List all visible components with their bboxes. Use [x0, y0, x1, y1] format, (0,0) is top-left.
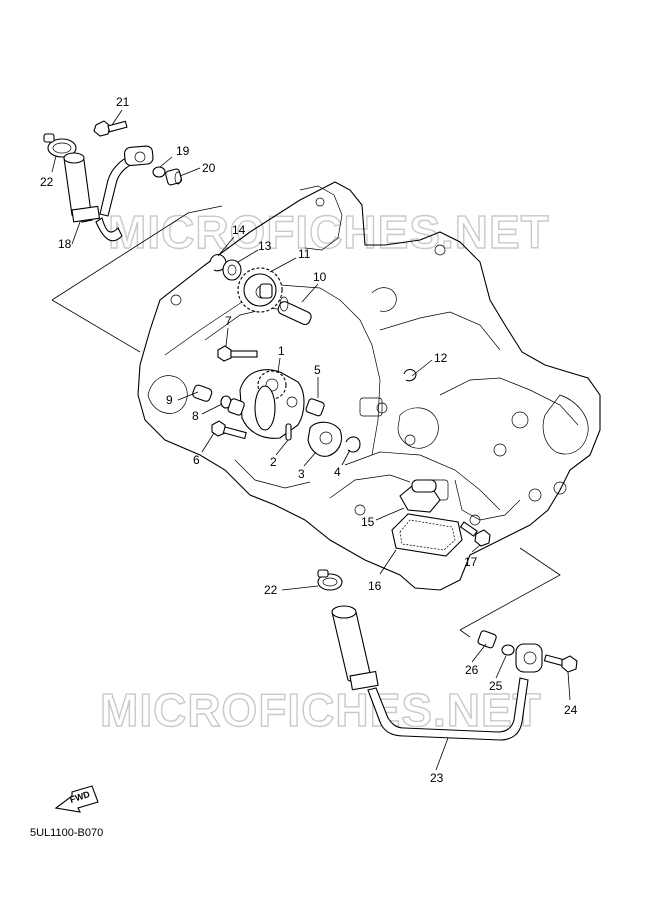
part-22-hose-clamp-lower	[317, 569, 343, 591]
callout-1: 1	[278, 344, 285, 358]
callout-14: 14	[232, 223, 246, 237]
callout-18: 18	[58, 237, 72, 251]
part-10-shaft	[277, 296, 312, 326]
callout-22-upper: 22	[40, 175, 54, 189]
part-4-circlip	[345, 436, 361, 453]
part-5-pin	[305, 398, 325, 417]
part-9-dowel	[192, 384, 213, 402]
callout-20: 20	[202, 161, 216, 175]
callout-24: 24	[564, 703, 578, 717]
part-25-o-ring	[501, 644, 515, 656]
engine-crankcase	[137, 181, 601, 591]
callout-4: 4	[334, 465, 341, 479]
part-26-collar	[477, 630, 497, 649]
callout-11: 11	[298, 247, 311, 261]
part-22-hose-clamp-upper	[43, 133, 77, 158]
part-7-bolt	[217, 345, 258, 362]
callout-25: 25	[489, 679, 503, 693]
exploded-view-brackets	[51, 205, 561, 638]
callout-12: 12	[434, 351, 448, 365]
callout-17: 17	[464, 555, 478, 569]
callout-7: 7	[225, 314, 232, 328]
part-17-bolt	[459, 521, 491, 547]
part-20-collar	[165, 168, 183, 186]
callout-13: 13	[258, 239, 272, 253]
part-21-bolt	[93, 120, 128, 137]
callout-labels: 21 19 20 22 18 14 13 11 10 7 1 5 9 8 6 2…	[40, 95, 578, 785]
part-1-oil-pump-assy	[239, 369, 305, 439]
callout-19: 19	[176, 144, 190, 158]
part-19-o-ring	[152, 166, 166, 178]
leader-lines	[51, 109, 571, 771]
callout-21: 21	[116, 95, 130, 109]
part-11-driven-gear	[237, 267, 283, 313]
callout-3: 3	[298, 467, 305, 481]
fwd-arrow-icon: FWD	[54, 785, 99, 813]
callout-16: 16	[368, 579, 382, 593]
part-3-inner-rotor	[307, 421, 343, 457]
part-8-o-ring	[220, 395, 245, 416]
part-12-circlip	[403, 368, 417, 382]
part-16-oil-strainer	[391, 513, 463, 557]
watermark-top: MICROFICHES.NET	[108, 206, 550, 258]
callout-26: 26	[465, 663, 479, 677]
diagram-code: 5UL1100-B070	[30, 827, 103, 839]
part-13-washer	[222, 259, 242, 281]
part-24-bolt	[543, 654, 578, 673]
callout-22-lower: 22	[264, 583, 278, 597]
callout-9: 9	[166, 393, 173, 407]
callout-23: 23	[430, 771, 444, 785]
callout-6: 6	[193, 453, 200, 467]
part-18-oil-delivery-pipe-upper	[63, 145, 154, 242]
part-6-bolt	[211, 420, 247, 440]
callout-15: 15	[361, 515, 375, 529]
callout-5: 5	[314, 363, 321, 377]
callout-10: 10	[313, 270, 327, 284]
callout-8: 8	[192, 409, 199, 423]
part-2-dowel-pin	[285, 423, 292, 441]
part-15-strainer-cap	[399, 479, 441, 513]
part-23-oil-delivery-pipe-lower	[331, 605, 543, 741]
callout-2: 2	[270, 455, 277, 469]
watermark-bottom: MICROFICHES.NET	[100, 684, 542, 736]
